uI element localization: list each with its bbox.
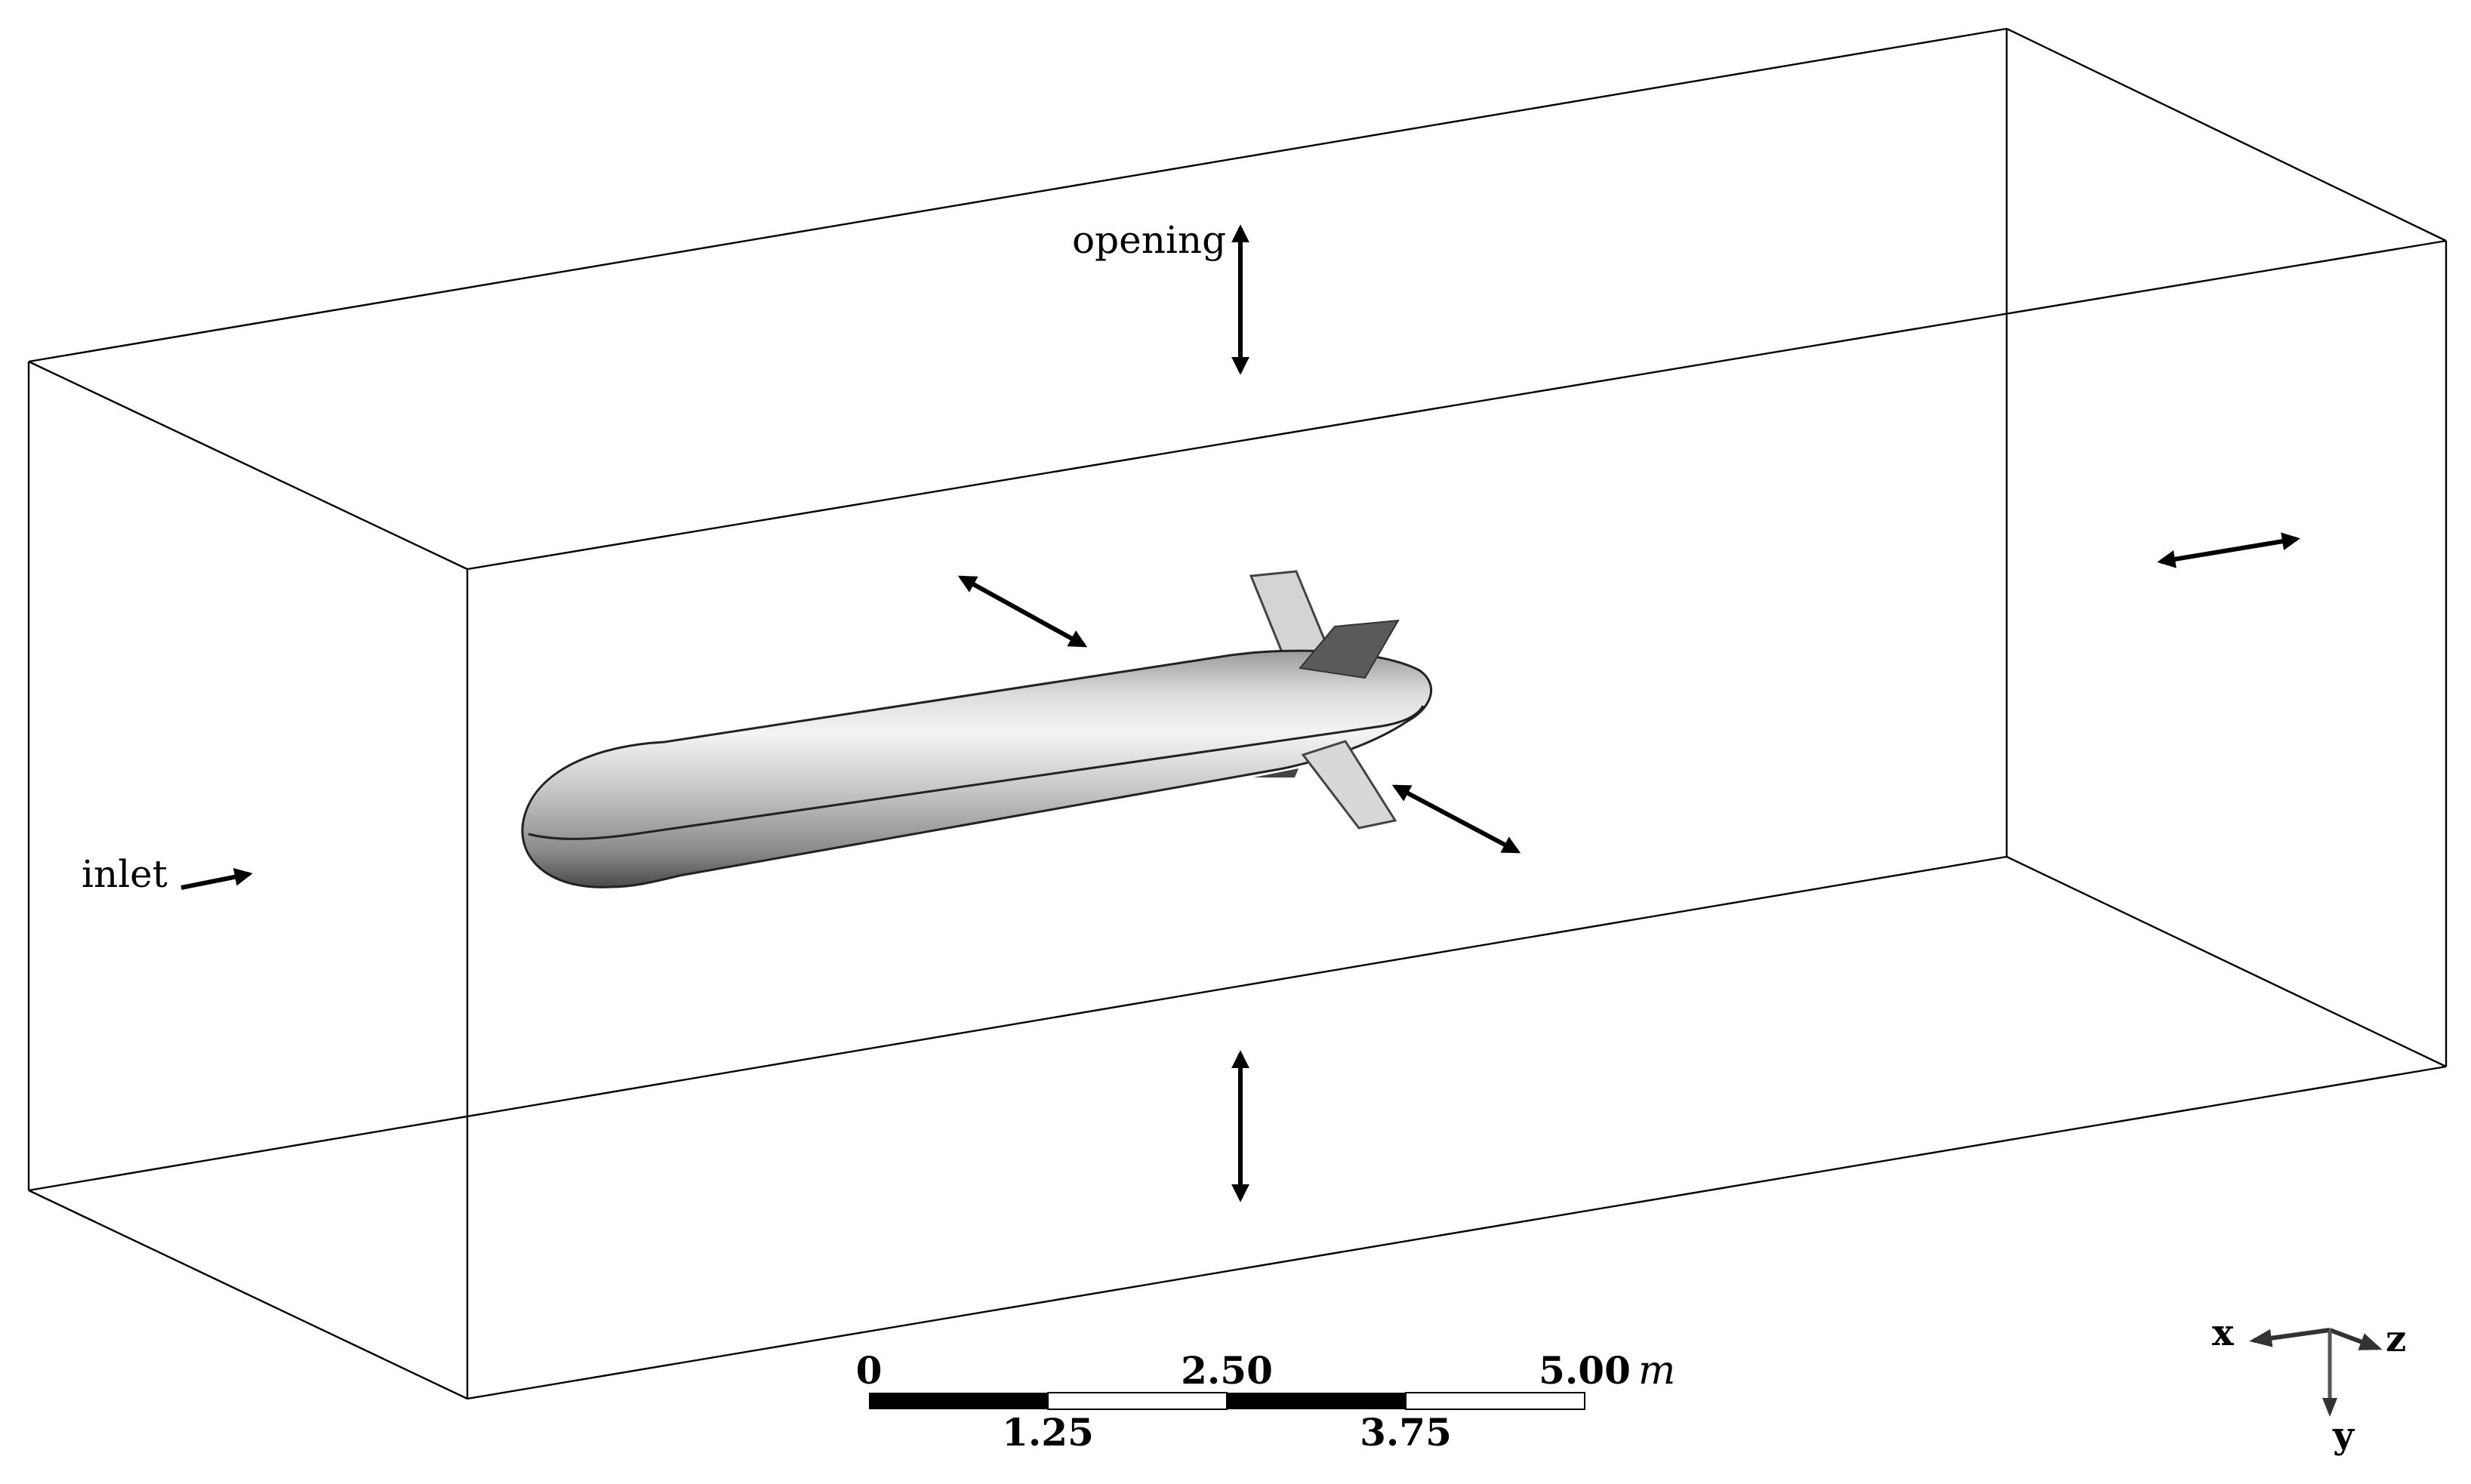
scale-tick-label: 5.00 bbox=[1539, 1348, 1631, 1393]
inlet-label: inlet bbox=[82, 852, 168, 896]
box-edge bbox=[28, 27, 2007, 363]
hull bbox=[521, 649, 1432, 888]
scale-segment-black bbox=[1227, 1393, 1406, 1409]
triad-x-label: x bbox=[2212, 1312, 2234, 1354]
opening-arrow-side bbox=[2157, 532, 2300, 568]
axes-triad: x z y bbox=[2212, 1312, 2406, 1457]
box-edge bbox=[28, 360, 468, 571]
box-edge bbox=[2006, 855, 2447, 1068]
scale-tick-label: 2.50 bbox=[1181, 1348, 1273, 1393]
triad-x-axis bbox=[2249, 1328, 2331, 1347]
triad-z-axis bbox=[2328, 1328, 2383, 1350]
submarine-model bbox=[521, 570, 1432, 888]
triad-y-label: y bbox=[2332, 1415, 2355, 1457]
opening-arrow-front bbox=[1391, 784, 1521, 854]
scale-segment-black bbox=[869, 1393, 1048, 1409]
opening-arrow-back bbox=[957, 575, 1088, 648]
sail-plate bbox=[1299, 619, 1400, 679]
triad-z-label: z bbox=[2386, 1318, 2406, 1360]
box-edge bbox=[28, 1189, 468, 1400]
scale-segment-white bbox=[1405, 1392, 1585, 1410]
lower-fin bbox=[1301, 740, 1397, 830]
inlet-arrow bbox=[180, 867, 253, 890]
domain-box bbox=[27, 27, 2448, 1400]
scale-bar: 0 2.50 5.00 m 1.25 3.75 bbox=[856, 1348, 1676, 1455]
keel bbox=[1253, 768, 1299, 777]
box-edge bbox=[467, 239, 2447, 571]
scale-unit: m bbox=[1638, 1348, 1675, 1393]
scale-segment-white bbox=[1047, 1392, 1228, 1410]
box-edge bbox=[467, 1065, 2447, 1400]
scale-tick-label: 1.25 bbox=[1002, 1410, 1094, 1455]
box-edge bbox=[28, 855, 2007, 1192]
hull-seam bbox=[528, 705, 1425, 840]
scale-tick-label: 3.75 bbox=[1360, 1410, 1452, 1455]
opening-label: opening bbox=[1072, 218, 1226, 262]
scale-tick-label: 0 bbox=[856, 1348, 883, 1393]
box-edge bbox=[2006, 27, 2447, 242]
boundary-arrows bbox=[180, 224, 2300, 1202]
